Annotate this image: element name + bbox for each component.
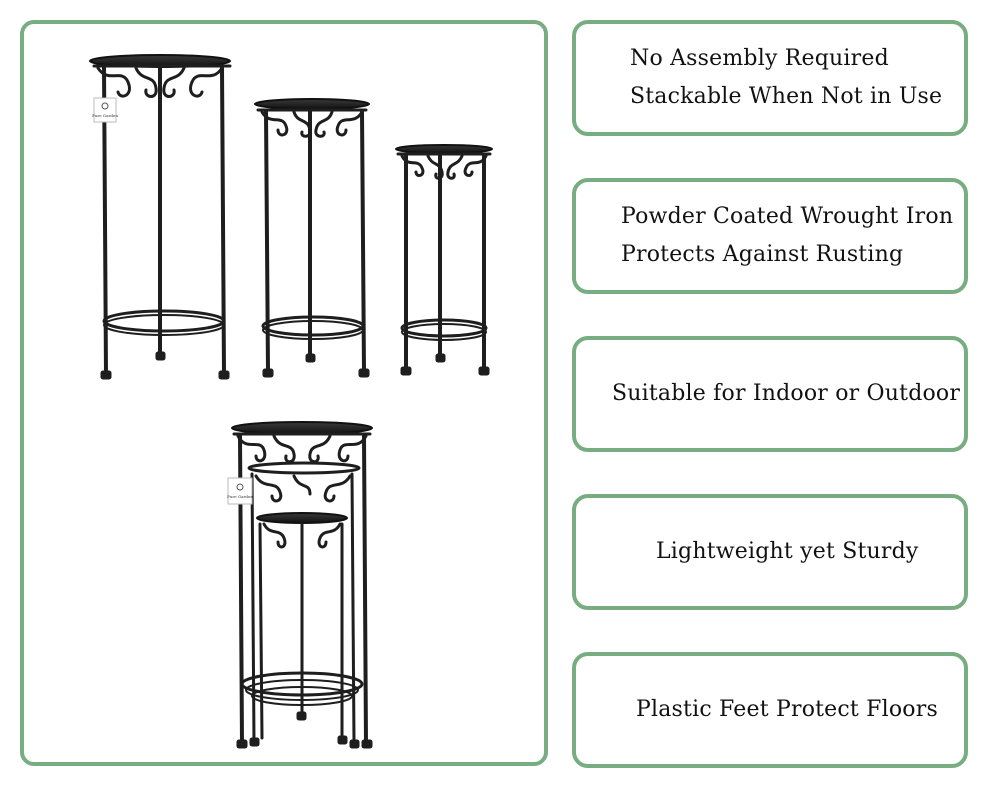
stacked-plant-stands: Pure Garden bbox=[227, 421, 373, 749]
feature-box-lightweight: Lightweight yet Sturdy bbox=[572, 494, 968, 610]
brand-tag bbox=[93, 97, 117, 123]
brand-tag bbox=[227, 477, 253, 505]
feature-box-assembly: No Assembly Required Stackable When Not … bbox=[572, 20, 968, 136]
feature-text-line: No Assembly Required bbox=[630, 46, 889, 71]
large-plant-stand: Pure Garden bbox=[89, 54, 232, 380]
feature-text-line: Powder Coated Wrought Iron bbox=[621, 204, 954, 229]
feature-box-plastic-feet: Plastic Feet Protect Floors bbox=[572, 652, 968, 768]
feature-box-indoor-outdoor: Suitable for Indoor or Outdoor bbox=[572, 336, 968, 452]
plant-stand-illustration: Pure Garden bbox=[89, 54, 493, 749]
feature-box-material: Powder Coated Wrought Iron Protects Agai… bbox=[572, 178, 968, 294]
small-plant-stand bbox=[395, 144, 493, 376]
medium-plant-stand bbox=[254, 98, 370, 378]
feature-text-line: Plastic Feet Protect Floors bbox=[636, 697, 938, 722]
product-image-panel: Pure Garden bbox=[20, 20, 548, 766]
feature-text-line: Stackable When Not in Use bbox=[630, 84, 943, 109]
feature-text-line: Protects Against Rusting bbox=[621, 242, 904, 267]
brand-tag-text: Pure Garden bbox=[92, 113, 118, 118]
feature-text-line: Suitable for Indoor or Outdoor bbox=[612, 381, 961, 406]
brand-tag-text: Pure Garden bbox=[227, 494, 253, 499]
feature-text-line: Lightweight yet Sturdy bbox=[656, 539, 919, 564]
